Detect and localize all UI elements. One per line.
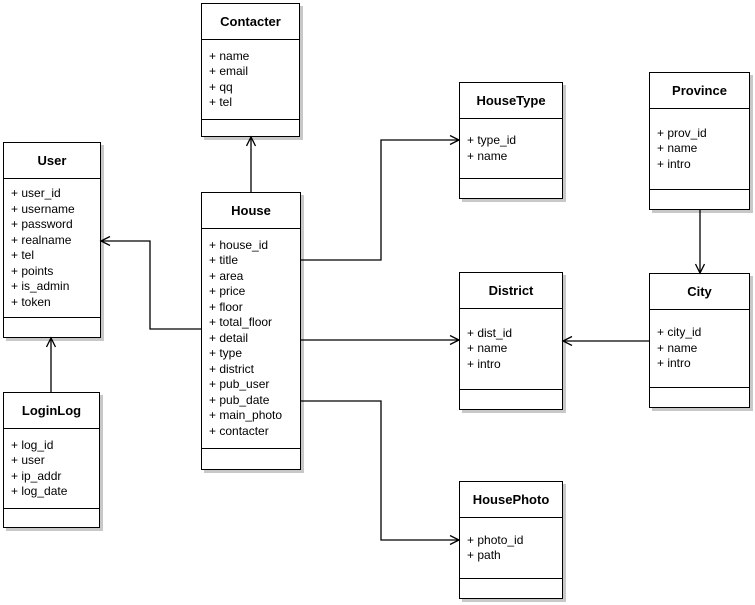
class-title: HousePhoto bbox=[460, 482, 562, 518]
class-box-loginlog[interactable]: LoginLog+ log_id+ user+ ip_addr+ log_dat… bbox=[3, 392, 100, 528]
class-title: District bbox=[460, 273, 562, 309]
class-attributes: + user_id+ username+ password+ realname+… bbox=[4, 179, 100, 318]
class-box-housetype[interactable]: HouseType+ type_id+ name bbox=[459, 82, 563, 199]
class-attributes: + dist_id+ name+ intro bbox=[460, 309, 562, 390]
class-attribute: + price bbox=[209, 284, 246, 299]
class-attribute: + detail bbox=[209, 330, 249, 345]
class-attribute: + floor bbox=[209, 299, 243, 314]
class-attribute: + user_id bbox=[11, 186, 61, 200]
class-methods-empty bbox=[460, 579, 562, 598]
class-attribute: + contacter bbox=[209, 423, 269, 438]
class-attribute: + city_id bbox=[657, 325, 702, 340]
class-title: City bbox=[650, 274, 749, 310]
class-methods-empty bbox=[650, 388, 749, 407]
class-attribute: + log_id bbox=[11, 437, 54, 452]
relation-house-housephoto bbox=[301, 400, 459, 540]
class-attribute: + dist_id bbox=[467, 325, 513, 340]
class-attribute: + qq bbox=[209, 79, 233, 94]
class-attribute: + intro bbox=[657, 356, 691, 371]
class-attributes: + type_id+ name bbox=[460, 119, 562, 179]
class-attributes: + name+ email+ qq+ tel bbox=[202, 40, 299, 120]
class-attribute: + tel bbox=[209, 95, 233, 109]
class-attributes: + photo_id+ path bbox=[460, 518, 562, 579]
class-box-city[interactable]: City+ city_id+ name+ intro bbox=[649, 273, 750, 408]
class-attribute: + name bbox=[657, 340, 698, 355]
class-attribute: + points bbox=[11, 263, 54, 278]
class-attribute: + tel bbox=[11, 248, 35, 262]
class-attributes: + log_id+ user+ ip_addr+ log_date bbox=[4, 429, 99, 509]
class-methods-empty bbox=[650, 190, 749, 209]
class-attribute: + house_id bbox=[209, 237, 269, 252]
class-attribute: + pub_date bbox=[209, 392, 270, 407]
class-box-housephoto[interactable]: HousePhoto+ photo_id+ path bbox=[459, 481, 563, 599]
class-attribute: + intro bbox=[657, 156, 691, 171]
class-attribute: + path bbox=[467, 548, 501, 562]
class-attributes: + house_id+ title+ area+ price+ floor+ t… bbox=[202, 229, 300, 449]
class-attribute: + intro bbox=[467, 356, 501, 371]
relation-house-user bbox=[101, 241, 201, 330]
class-attribute: + name bbox=[209, 48, 250, 63]
class-attribute: + pub_user bbox=[209, 377, 270, 392]
class-attribute: + name bbox=[657, 141, 698, 156]
class-methods-empty bbox=[202, 449, 300, 469]
class-methods-empty bbox=[4, 509, 99, 527]
class-attribute: + prov_id bbox=[657, 125, 707, 140]
class-attribute: + name bbox=[467, 341, 508, 356]
class-attribute: + main_photo bbox=[209, 408, 283, 423]
class-attribute: + email bbox=[209, 64, 249, 78]
class-methods-empty bbox=[4, 318, 100, 337]
class-attribute: + token bbox=[11, 294, 51, 309]
class-attribute: + type_id bbox=[467, 133, 517, 147]
class-box-province[interactable]: Province+ prov_id+ name+ intro bbox=[649, 72, 750, 210]
class-attributes: + prov_id+ name+ intro bbox=[650, 109, 749, 190]
class-methods-empty bbox=[460, 179, 562, 198]
class-title: LoginLog bbox=[4, 393, 99, 429]
class-box-user[interactable]: User+ user_id+ username+ password+ realn… bbox=[3, 142, 101, 338]
class-attribute: + total_floor bbox=[209, 315, 273, 330]
class-attribute: + area bbox=[209, 268, 244, 283]
class-title: House bbox=[202, 193, 300, 229]
class-title: User bbox=[4, 143, 100, 179]
class-attribute: + password bbox=[11, 217, 73, 231]
class-attribute: + district bbox=[209, 361, 255, 376]
class-box-house[interactable]: House+ house_id+ title+ area+ price+ flo… bbox=[201, 192, 301, 470]
class-attribute: + log_date bbox=[11, 484, 68, 498]
class-box-contacter[interactable]: Contacter+ name+ email+ qq+ tel bbox=[201, 3, 300, 137]
class-box-district[interactable]: District+ dist_id+ name+ intro bbox=[459, 272, 563, 410]
class-attributes: + city_id+ name+ intro bbox=[650, 310, 749, 388]
class-attribute: + ip_addr bbox=[11, 468, 62, 483]
relation-house-housetype bbox=[301, 140, 459, 261]
class-attribute: + is_admin bbox=[11, 279, 70, 293]
class-attribute: + realname bbox=[11, 232, 72, 247]
class-attribute: + type bbox=[209, 346, 243, 361]
class-attribute: + user bbox=[11, 453, 45, 467]
class-methods-empty bbox=[460, 390, 562, 409]
class-attribute: + title bbox=[209, 253, 239, 268]
class-methods-empty bbox=[202, 120, 299, 136]
class-title: Contacter bbox=[202, 4, 299, 40]
class-title: HouseType bbox=[460, 83, 562, 119]
class-attribute: + photo_id bbox=[467, 532, 524, 547]
class-attribute: + name bbox=[467, 148, 508, 163]
class-attribute: + username bbox=[11, 201, 75, 216]
class-title: Province bbox=[650, 73, 749, 109]
